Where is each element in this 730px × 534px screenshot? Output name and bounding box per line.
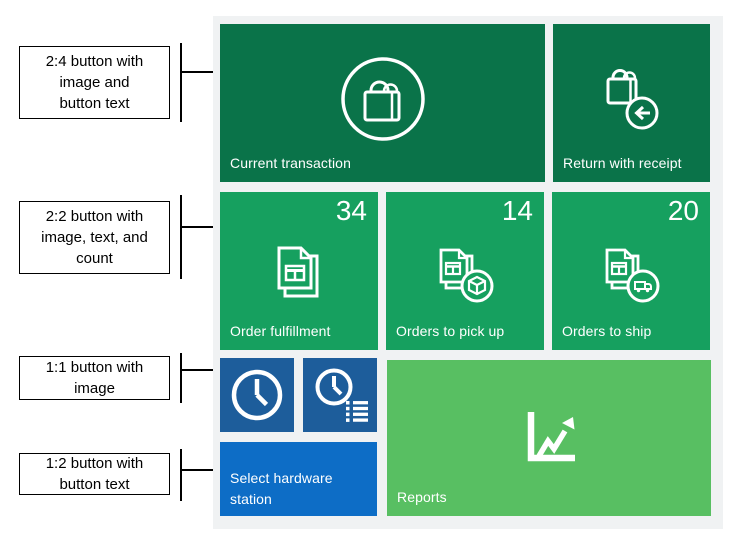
tile-label: Reports	[397, 489, 447, 505]
clock-list-icon	[303, 358, 377, 432]
line-chart-arrow-icon	[507, 394, 591, 478]
connector-hline-2	[181, 226, 229, 228]
orders-to-ship-button[interactable]: 20 Orders to ship	[552, 192, 710, 350]
connector-vline-1	[180, 43, 182, 122]
tile-label: Return with receipt	[563, 155, 682, 171]
orders-to-pick-up-button[interactable]: 14 Orders to pick up	[386, 192, 544, 350]
tile-count: 14	[501, 195, 533, 226]
order-fulfillment-button[interactable]: 34 Order fulfillment	[220, 192, 378, 350]
annotation-2-4-button: 2:4 button with image and button text	[19, 46, 170, 119]
shopping-bag-in-circle-icon	[335, 51, 431, 147]
return-with-receipt-button[interactable]: Return with receipt	[553, 24, 710, 182]
tile-label: Orders to pick up	[396, 323, 505, 339]
tile-panel: Current transaction Return with receipt …	[213, 16, 723, 529]
tile-label: Select hardware station	[230, 470, 333, 507]
tile-label: Order fulfillment	[230, 323, 331, 339]
reports-button[interactable]: Reports	[387, 360, 711, 516]
connector-vline-2	[180, 195, 182, 279]
stacked-documents-package-icon	[433, 244, 497, 308]
stacked-documents-truck-icon	[599, 244, 663, 308]
shopping-bag-return-arrow-icon	[590, 61, 674, 145]
annotation-1-2-button: 1:2 button with button text	[19, 453, 170, 495]
clock-button[interactable]	[220, 358, 294, 432]
connector-hline-1	[181, 71, 229, 73]
current-transaction-button[interactable]: Current transaction	[220, 24, 545, 182]
connector-vline-3	[180, 353, 182, 403]
tile-count: 20	[667, 195, 699, 226]
clock-icon	[220, 358, 294, 432]
connector-vline-4	[180, 449, 182, 501]
connector-hline-3	[181, 369, 229, 371]
tile-count: 34	[335, 195, 367, 226]
annotation-2-2-button: 2:2 button with image, text, and count	[19, 201, 170, 274]
select-hardware-station-button[interactable]: Select hardware station	[220, 442, 377, 516]
annotation-1-1-button: 1:1 button with image	[19, 356, 170, 400]
clock-entries-button[interactable]	[303, 358, 377, 432]
tile-label: Orders to ship	[562, 323, 652, 339]
connector-hline-4	[181, 469, 229, 471]
stacked-documents-icon	[269, 242, 329, 306]
tile-label: Current transaction	[230, 155, 351, 171]
